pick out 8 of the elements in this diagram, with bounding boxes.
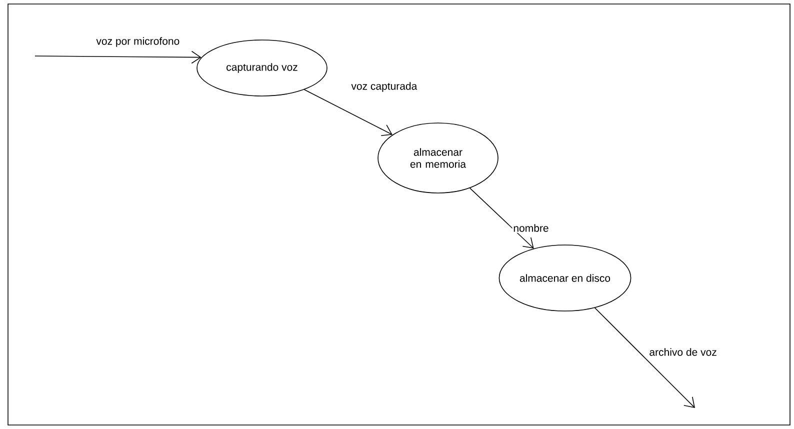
edge-label: nombre: [512, 223, 550, 233]
arrow: [304, 89, 392, 136]
arrow: [34, 50, 202, 64]
edge-label: voz capturada: [350, 81, 418, 93]
edge-label: voz por microfono: [95, 36, 181, 48]
edge-label: archivo de voz: [648, 347, 718, 357]
arrow: [469, 188, 534, 249]
arrow: [594, 307, 696, 408]
